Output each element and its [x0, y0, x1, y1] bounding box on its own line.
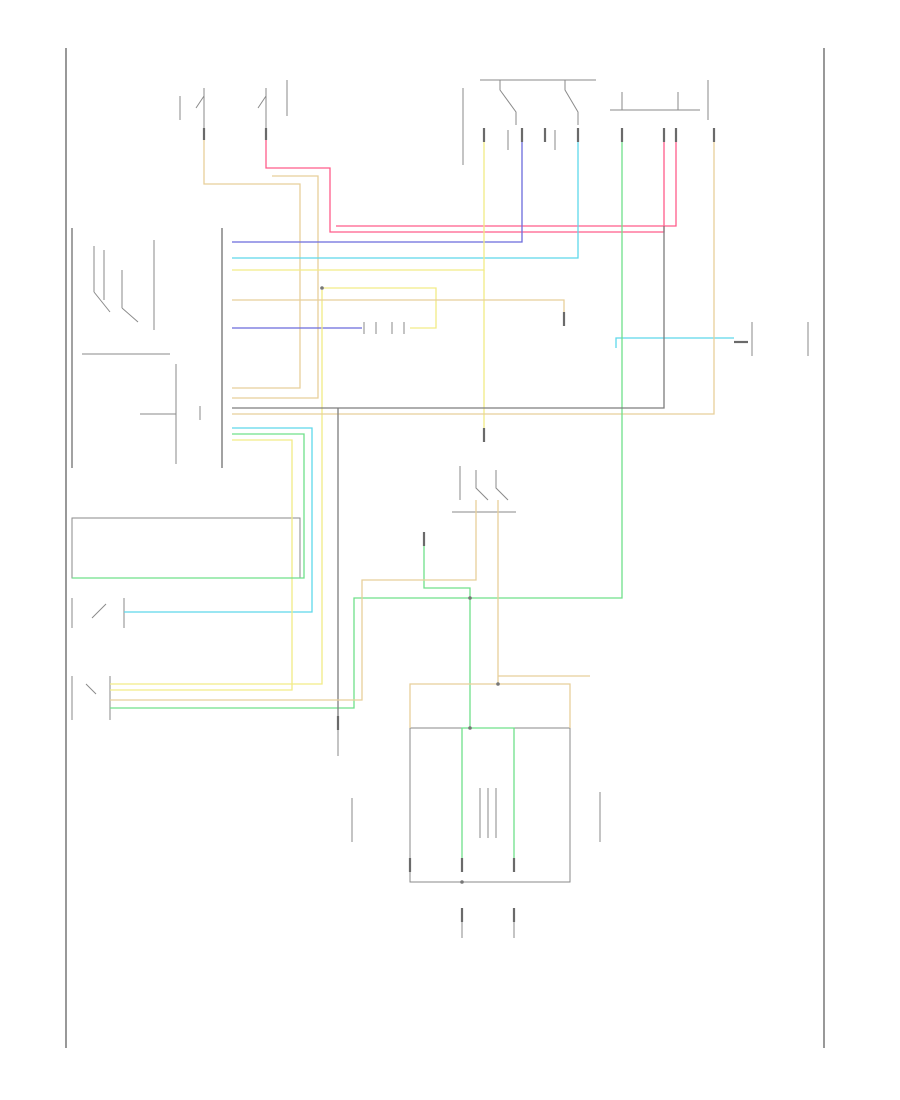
top-middle-switch-group: [462, 79, 596, 165]
wire-green-4: [423, 546, 471, 858]
wire-green-2: [72, 433, 305, 579]
wire-tan-7: [498, 683, 571, 728]
wire-tan-2: [232, 175, 319, 399]
wire-gray-1: [232, 226, 665, 409]
wire-cyan-3: [124, 427, 313, 613]
wire-yellow-4: [322, 287, 437, 329]
wire-yellow-5: [110, 439, 293, 691]
wire-cyan-2: [615, 337, 734, 348]
wire-tan-3: [232, 299, 565, 312]
instrument-cluster: [610, 80, 716, 142]
wire-tan-4: [232, 142, 715, 415]
wire-pink-2: [336, 142, 677, 227]
right-side-component: [734, 322, 809, 356]
wire-tan-5: [110, 500, 477, 701]
splice-points: [320, 286, 500, 884]
wire-yellow-3: [110, 290, 323, 685]
wire-tan-6: [409, 500, 499, 728]
left-sub-components: [71, 517, 301, 720]
wire-pink-1: [265, 140, 665, 233]
wire-green-5: [470, 727, 515, 858]
page-frame: [65, 48, 825, 1048]
wire-blue-1: [232, 142, 523, 243]
lamp-assembly: [351, 727, 601, 938]
top-left-switch-group: [179, 80, 288, 140]
wire-tan-1: [203, 140, 301, 389]
wire-green-1: [470, 142, 623, 599]
wire-yellow-1: [232, 142, 485, 271]
control-module: [71, 228, 223, 468]
wire-cyan-1: [232, 142, 579, 259]
central-switch: [422, 428, 516, 546]
indicator-lamp: [363, 312, 566, 334]
wire-green-3: [110, 597, 470, 709]
